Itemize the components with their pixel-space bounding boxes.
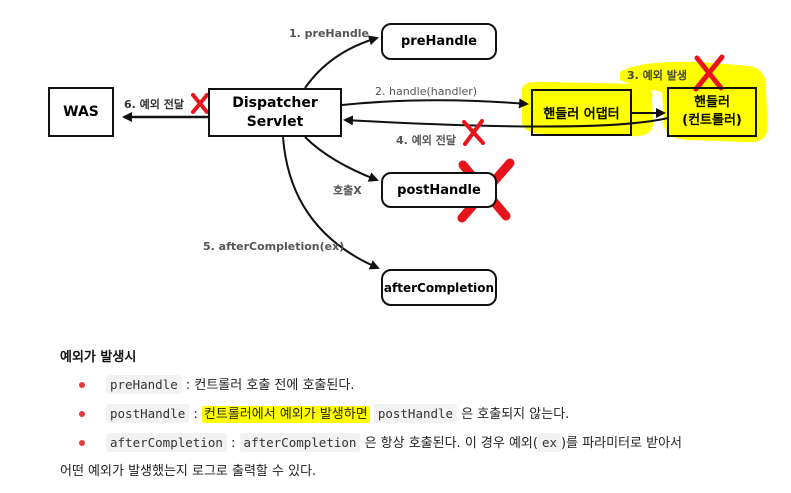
- inline-code: afterCompletion: [239, 433, 361, 452]
- cross-icon-4: [462, 119, 485, 146]
- aftercompletion-box: afterCompletion: [381, 269, 497, 306]
- arrow-exception-return: [343, 115, 669, 128]
- highlighted-text: 컨트롤러에서 예외가 발생하면: [201, 406, 370, 423]
- inline-code: postHandle: [373, 404, 458, 423]
- label-exception-pass-6: 6. 예외 전달: [124, 98, 184, 111]
- inline-code: preHandle: [106, 375, 182, 394]
- separator: :: [226, 436, 240, 451]
- separator: :: [189, 407, 202, 422]
- handler-adapter-box: 핸들러 어댑터: [531, 89, 632, 136]
- section-title: 예외가 발생시: [60, 350, 137, 365]
- prehandle-box: preHandle: [381, 23, 497, 60]
- arrow-aftercompletion: [282, 136, 380, 270]
- label-after-completion: 5. afterCompletion(ex): [203, 240, 345, 253]
- posthandle-box: postHandle: [381, 172, 497, 208]
- inline-code: ex: [537, 433, 562, 452]
- label-prehandle: 1. preHandle: [289, 27, 369, 40]
- item-text: 컨트롤러 호출 전에 호출된다.: [194, 378, 355, 393]
- label-exception-raised: 3. 예외 발생: [627, 69, 687, 82]
- handler-controller-box: 핸들러 (컨트롤러): [667, 87, 757, 137]
- list-item: preHandle : 컨트롤러 호출 전에 호출된다.: [75, 374, 682, 403]
- continuation-text: 어떤 예외가 발생했는지 로그로 출력할 수 있다.: [60, 464, 317, 479]
- handler-line-2: (컨트롤러): [682, 113, 742, 128]
- list-item: afterCompletion : afterCompletion 은 항상 호…: [75, 432, 682, 461]
- arrow-posthandle: [304, 136, 379, 182]
- dispatcher-line-1: Dispatcher: [232, 94, 318, 111]
- item-text: 은 항상 호출된다. 이 경우 예외(: [360, 436, 538, 451]
- label-handle: 2. handle(handler): [375, 85, 478, 98]
- list-item: postHandle : 컨트롤러에서 예외가 발생하면 postHandle …: [75, 403, 682, 432]
- cross-icon-3: [693, 54, 725, 92]
- arrow-prehandle: [304, 35, 379, 89]
- adapter-highlight: [521, 81, 653, 137]
- item-text: 은 호출되지 않는다.: [457, 407, 570, 422]
- dispatcher-servlet-box: Dispatcher Servlet: [208, 88, 342, 137]
- cross-icon-6: [191, 93, 209, 114]
- inline-code: postHandle: [106, 404, 190, 423]
- arrow-handle: [341, 98, 529, 109]
- handler-highlight: [620, 61, 768, 143]
- inline-code: afterCompletion: [106, 433, 227, 452]
- was-box: WAS: [48, 87, 114, 137]
- label-not-called: 호출X: [333, 184, 362, 197]
- handler-line-1: 핸들러: [694, 95, 730, 110]
- item-text: )를 파라미터로 받아서: [561, 436, 683, 451]
- dispatcher-line-2: Servlet: [246, 113, 304, 130]
- bullet-list: preHandle : 컨트롤러 호출 전에 호출된다. postHandle …: [75, 374, 682, 461]
- separator: :: [181, 378, 195, 393]
- label-exception-pass-4: 4. 예외 전달: [396, 134, 456, 147]
